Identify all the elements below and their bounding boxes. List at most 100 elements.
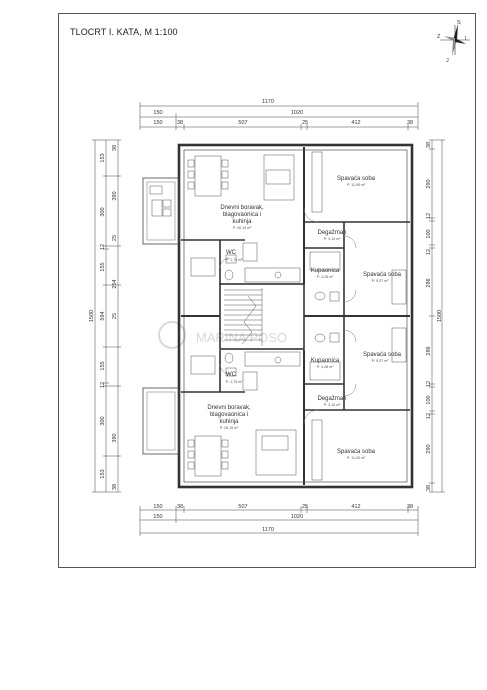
- room-label-line: Spavaća soba: [337, 449, 376, 455]
- room-label-bedroom-1: Spavaća soba P: 11,95 m²: [337, 176, 376, 187]
- room-area: P: 3,10 m²: [324, 403, 341, 407]
- north-arrow-icon: S I J Z: [437, 20, 470, 64]
- dim-right-290b: 290: [426, 444, 432, 453]
- dim-left-overall: 1500: [89, 310, 95, 322]
- dimension-top: [139, 102, 419, 130]
- room-label-bedroom-4: Spavaća soba P: 11,95 m²: [337, 449, 376, 460]
- room-label-wc-bottom: WC P: 1,75 m²: [226, 372, 243, 384]
- dimension-right: [429, 139, 445, 493]
- room-label-line: WC: [226, 372, 237, 378]
- dim-right-12b: 12: [426, 249, 432, 255]
- dim-bottom-inner: 1020: [291, 514, 303, 520]
- balcony-bottom: [142, 387, 180, 455]
- room-label-bedroom-3: Spavaća soba P: 9,37 m²: [363, 352, 402, 363]
- dim-top-seg-412: 412: [351, 120, 360, 126]
- dim-bottom-seg-412: 412: [351, 504, 360, 510]
- room-area: P: 4,28 m²: [317, 365, 334, 369]
- room-area: P: 26,19 m²: [220, 426, 239, 430]
- dim-left-300b: 300: [100, 416, 106, 425]
- room-label-living-top: Dnevni boravak, blagovaonica i kuhinja P…: [220, 205, 264, 230]
- dim-right-12a: 12: [426, 213, 432, 219]
- dim-right-38a: 38: [426, 142, 432, 148]
- door-swings: [219, 207, 357, 425]
- room-label-line: Dnevni boravak,: [207, 405, 251, 411]
- dim-right-overall: 1500: [437, 310, 443, 322]
- room-label-line: blagovaonica i: [223, 212, 261, 218]
- sheet-frame: [58, 13, 476, 568]
- dim-right-290a: 290: [426, 179, 432, 188]
- dim-right-38b: 38: [426, 485, 432, 491]
- room-label-bath-top: Kupaonica P: 4,28 m²: [311, 268, 340, 279]
- dim-top-overall: 1170: [262, 99, 274, 105]
- dim-left-25b: 25: [112, 313, 118, 319]
- compass-letter-z: Z: [437, 34, 441, 40]
- room-label-line: Spavaća soba: [363, 272, 402, 278]
- dim-bottom-seg-25: 25: [302, 504, 308, 510]
- dim-left-155a: 155: [100, 262, 106, 271]
- dim-left-12a: 12: [100, 244, 106, 250]
- room-label-living-bottom: Dnevni boravak, blagovaonica i kuhinja P…: [207, 405, 251, 430]
- compass-letter-i: I: [465, 36, 467, 42]
- dim-left-12b: 12: [100, 382, 106, 388]
- dim-top-seg-38a: 38: [177, 120, 183, 126]
- room-label-wc-top: WC P: 1,74 m²: [226, 250, 243, 262]
- dim-left-390b: 390: [112, 433, 118, 442]
- dim-right-100b: 100: [426, 395, 432, 404]
- room-label-hall-top: Degažman P: 3,10 m²: [317, 230, 346, 241]
- plan-title: TLOCRT I. KATA, M 1:100: [70, 27, 178, 37]
- room-label-line: Kupaonica: [311, 358, 340, 364]
- watermark-text: MARINA POSO: [196, 330, 287, 345]
- dim-left-38a: 38: [112, 145, 118, 151]
- outdoor-furniture: [149, 185, 172, 217]
- room-label-line: Degažman: [317, 230, 346, 236]
- dim-left-153a: 153: [100, 153, 106, 162]
- room-label-hall-bottom: Degažman P: 3,10 m²: [317, 396, 346, 407]
- room-label-line: kuhinja: [219, 419, 239, 425]
- compass-letter-s: S: [457, 20, 461, 26]
- room-label-line: Degažman: [317, 396, 346, 402]
- dim-left-155b: 155: [100, 361, 106, 370]
- dim-top-seg-507: 507: [238, 120, 247, 126]
- room-label-line: kuhinja: [232, 219, 252, 225]
- dim-left-594: 594: [100, 311, 106, 320]
- dim-bottom-seg-150b: 150: [153, 514, 162, 520]
- compass-letter-j: J: [446, 58, 449, 64]
- dim-right-12d: 12: [426, 413, 432, 419]
- dim-bottom-overall: 1170: [262, 527, 274, 533]
- dim-right-286a: 286: [426, 278, 432, 287]
- balcony-top: [142, 177, 180, 245]
- room-label-bedroom-2: Spavaća soba P: 9,37 m²: [363, 272, 402, 283]
- dimension-bottom: [139, 506, 419, 536]
- dim-left-25a: 25: [112, 235, 118, 241]
- room-label-line: blagovaonica i: [210, 412, 248, 418]
- dim-left-153b: 153: [100, 469, 106, 478]
- bedroom-furniture: [311, 151, 407, 481]
- dim-left-38b: 38: [112, 484, 118, 490]
- room-label-line: Dnevni boravak,: [220, 205, 264, 211]
- dim-bottom-seg-38a: 38: [177, 504, 183, 510]
- dim-top-seg-150b: 150: [153, 120, 162, 126]
- room-area: P: 1,75 m²: [226, 380, 243, 384]
- dim-right-100a: 100: [426, 229, 432, 238]
- building-walls: [177, 143, 414, 489]
- dim-right-286b: 286: [426, 346, 432, 355]
- dim-bottom-seg-38b: 38: [407, 504, 413, 510]
- furniture-bottom-unit: [187, 351, 301, 477]
- room-area: P: 9,37 m²: [372, 359, 389, 363]
- dim-left-390a: 390: [112, 191, 118, 200]
- dimension-left: [92, 139, 121, 493]
- room-area: P: 4,28 m²: [317, 275, 334, 279]
- room-area: P: 9,37 m²: [372, 279, 389, 283]
- dim-top-seg-25: 25: [302, 120, 308, 126]
- room-label-line: Spavaća soba: [337, 176, 376, 182]
- dim-bottom-seg-507: 507: [238, 504, 247, 510]
- room-area: P: 1,74 m²: [226, 258, 243, 262]
- watermark: MARINA POSO: [158, 321, 287, 349]
- room-label-bath-bottom: Kupaonica P: 4,28 m²: [311, 358, 340, 369]
- dim-left-300a: 300: [100, 207, 106, 216]
- furniture-top-unit: [187, 154, 301, 283]
- dim-top-inner: 1020: [291, 110, 303, 116]
- dim-bottom-seg-150: 150: [153, 504, 162, 510]
- room-label-line: Spavaća soba: [363, 352, 402, 358]
